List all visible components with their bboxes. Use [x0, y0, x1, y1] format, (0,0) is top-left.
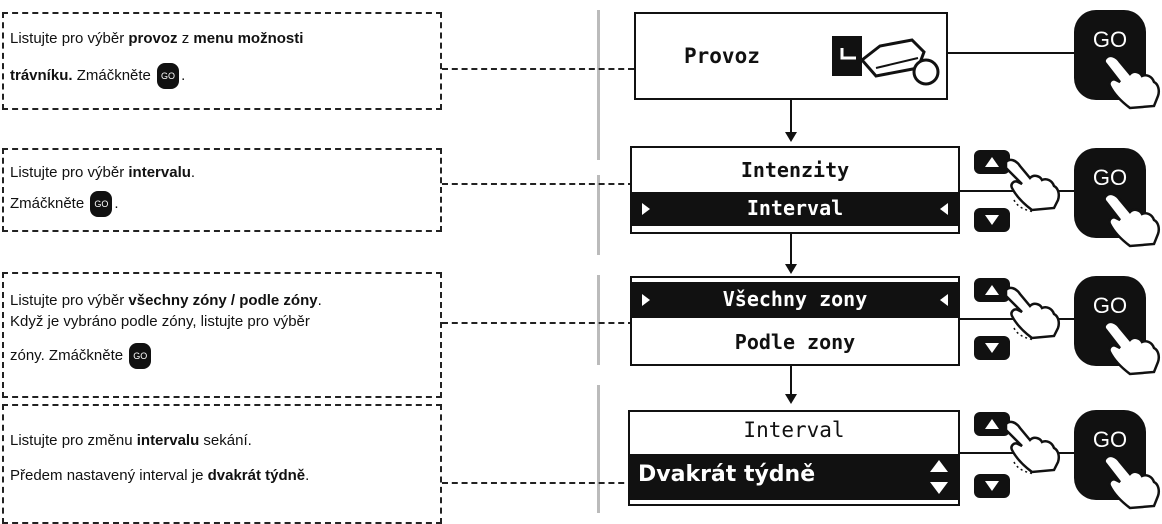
go-label: GO: [1092, 427, 1128, 452]
text-bold: dvakrát týdně: [207, 467, 306, 485]
text: .: [317, 292, 322, 309]
screen-interval-value: Interval Dvakrát týdně: [628, 410, 960, 506]
connector-line-1: [948, 52, 1074, 54]
flow-arrow-head: [785, 394, 797, 404]
connector-dash-2: [442, 183, 634, 185]
scroll-down-button: [974, 336, 1010, 360]
up-down-arrows-icon: [930, 460, 948, 494]
instruction-text-4: Listujte pro změnu intervalu sekání. Pře…: [10, 432, 309, 485]
go-button-icon: GO: [129, 342, 152, 369]
column-separator: [597, 10, 600, 160]
pointing-hand-icon: [1103, 192, 1161, 248]
menu-item-interval: Interval: [746, 196, 844, 220]
interval-value: Dvakrát týdně: [638, 462, 816, 487]
selector-arrow-right-icon: [642, 294, 650, 306]
instruction-text-3: Listujte pro výběr všechny zóny / podle …: [10, 292, 322, 369]
selector-arrow-left-icon: [940, 203, 948, 215]
connector-dash-3: [442, 322, 634, 324]
screen-interval-menu: Intenzity Interval: [630, 146, 960, 234]
screen-title: Provoz: [684, 44, 760, 68]
text: Zmáčkněte: [72, 67, 156, 85]
scroll-hand-icon: [1004, 158, 1061, 213]
go-label: GO: [1092, 27, 1128, 52]
mower-icon: [832, 36, 940, 86]
menu-item-selected: Interval: [632, 192, 958, 226]
pointing-hand-icon: [1103, 54, 1161, 110]
scroll-up-button: [974, 412, 1010, 436]
text: Listujte pro výběr: [10, 164, 129, 181]
menu-item-intenzity: Intenzity: [740, 158, 850, 182]
menu-item-podle-zony: Podle zony: [734, 330, 856, 354]
go-label: GO: [1092, 165, 1128, 190]
instruction-text-2: Listujte pro výběr intervalu. Zmáčkněte …: [10, 164, 196, 218]
selector-arrow-left-icon: [940, 294, 948, 306]
text: .: [190, 164, 196, 181]
instruction-box-2: [2, 148, 442, 232]
column-separator: [597, 275, 600, 365]
text: Listujte pro změnu: [10, 432, 137, 449]
go-button-icon: GO: [90, 191, 113, 218]
flow-arrow: [790, 234, 792, 266]
selector-arrow-right-icon: [642, 203, 650, 215]
screen-provoz: Provoz: [634, 12, 948, 100]
scroll-hand-icon: [1004, 286, 1061, 341]
text: .: [305, 467, 310, 485]
flow-arrow: [790, 366, 792, 396]
column-separator: [597, 385, 600, 513]
text-bold: intervalu: [128, 164, 191, 181]
scroll-up-button: [974, 278, 1010, 302]
text-bold: všechny zóny / podle zóny: [128, 292, 318, 309]
text: Když je vybráno podle zóny, listujte pro…: [10, 313, 310, 331]
text: z: [177, 30, 194, 47]
screen-header: Interval: [743, 418, 845, 442]
scroll-down-button: [974, 208, 1010, 232]
text: Listujte pro výběr: [10, 30, 129, 47]
menu-item-selected: Všechny zony: [632, 282, 958, 318]
text: sekání.: [199, 432, 252, 449]
text-bold: trávníku.: [10, 67, 73, 85]
screen-zone-menu: Všechny zony Podle zony: [630, 276, 960, 366]
text-bold: provoz: [128, 30, 178, 47]
instruction-box-3: [2, 272, 442, 398]
instruction-text-1: Listujte pro výběr provoz z menu možnost…: [10, 30, 304, 90]
text: Listujte pro výběr: [10, 292, 129, 309]
scroll-down-button: [974, 474, 1010, 498]
flow-arrow: [790, 100, 792, 134]
text: zóny. Zmáčkněte: [10, 346, 128, 364]
scroll-up-button: [974, 150, 1010, 174]
value-row: Dvakrát týdně: [630, 454, 958, 500]
text: Předem nastavený interval je: [10, 467, 208, 485]
text: .: [114, 195, 119, 213]
text: .: [181, 67, 186, 85]
connector-dash-1: [442, 68, 634, 70]
flow-arrow-head: [785, 132, 797, 142]
menu-item-vsechny-zony: Všechny zony: [722, 287, 868, 311]
instruction-box-1: [2, 12, 442, 110]
text-bold: menu možnosti: [193, 30, 304, 47]
column-separator: [597, 175, 600, 255]
go-label: GO: [1092, 293, 1128, 318]
text-bold: intervalu: [136, 432, 200, 449]
flow-arrow-head: [785, 264, 797, 274]
scroll-hand-icon: [1004, 420, 1061, 475]
pointing-hand-icon: [1103, 454, 1161, 510]
go-button-icon: GO: [157, 63, 180, 90]
pointing-hand-icon: [1103, 320, 1161, 376]
connector-dash-4: [442, 482, 634, 484]
text: Zmáčkněte: [10, 195, 89, 213]
